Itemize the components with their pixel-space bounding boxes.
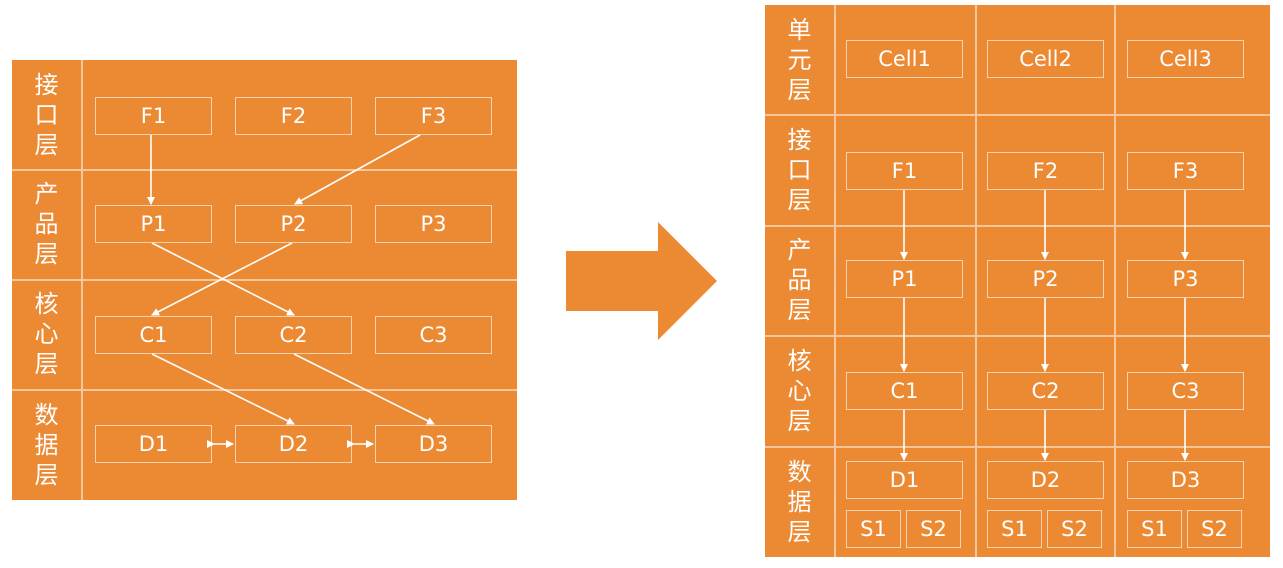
- left-row-divider: [12, 169, 517, 171]
- right-layer-label-product: 产品层: [787, 236, 812, 324]
- right-box-cell2: Cell2: [987, 40, 1104, 78]
- left-box-p2: P2: [235, 205, 352, 243]
- right-box-s2: S2: [1187, 510, 1242, 548]
- right-cell-divider: [1114, 5, 1116, 557]
- right-layer-divider: [834, 5, 836, 557]
- right-box-cell1: Cell1: [846, 40, 963, 78]
- right-layer-label-data: 数据层: [787, 457, 812, 546]
- right-row-divider: [765, 335, 1270, 337]
- arrow-p2-c1: [151, 242, 293, 316]
- left-layer-label-core: 核心层: [34, 290, 59, 378]
- right-box-p1: P1: [846, 260, 963, 298]
- right-box-f2: F2: [987, 152, 1104, 190]
- right-row-divider: [765, 225, 1270, 227]
- right-box-s1: S1: [987, 510, 1042, 548]
- right-row-divider: [765, 446, 1270, 448]
- right-box-c2: C2: [987, 372, 1104, 410]
- right-cell-divider: [975, 5, 977, 557]
- right-box-cell3: Cell3: [1127, 40, 1244, 78]
- right-diagram: [765, 5, 1270, 557]
- arrow-f3-p2: [294, 134, 421, 205]
- left-box-c1: C1: [95, 316, 212, 354]
- arrow-c1-d2: [151, 353, 295, 425]
- right-box-p3: P3: [1127, 260, 1244, 298]
- right-layer-label-cell: 单元层: [787, 15, 812, 104]
- right-box-f3: F3: [1127, 152, 1244, 190]
- right-layer-label-core: 核心层: [787, 346, 812, 435]
- right-box-s2: S2: [906, 510, 961, 548]
- left-box-d3: D3: [375, 425, 492, 463]
- left-box-d1: D1: [95, 425, 212, 463]
- right-layer-label-interface: 接口层: [787, 125, 812, 214]
- left-layer-label-interface: 接口层: [34, 70, 59, 159]
- right-box-s2: S2: [1047, 510, 1102, 548]
- right-box-d2: D2: [987, 461, 1104, 499]
- left-layer-label-data: 数据层: [34, 400, 59, 489]
- left-row-divider: [12, 279, 517, 281]
- right-box-s1: S1: [846, 510, 901, 548]
- left-box-f1: F1: [95, 97, 212, 135]
- right-box-p2: P2: [987, 260, 1104, 298]
- right-box-s1: S1: [1127, 510, 1182, 548]
- right-box-d1: D1: [846, 461, 963, 499]
- left-box-p3: P3: [375, 205, 492, 243]
- right-box-d3: D3: [1127, 461, 1244, 499]
- right-box-c3: C3: [1127, 372, 1244, 410]
- left-box-c2: C2: [235, 316, 352, 354]
- left-box-f3: F3: [375, 97, 492, 135]
- right-box-f1: F1: [846, 152, 963, 190]
- right-box-c1: C1: [846, 372, 963, 410]
- left-row-divider: [12, 389, 517, 391]
- left-box-f2: F2: [235, 97, 352, 135]
- arrow-c2-d3: [293, 353, 435, 425]
- left-box-p1: P1: [95, 205, 212, 243]
- left-box-c3: C3: [375, 316, 492, 354]
- left-layer-label-product: 产品层: [34, 180, 59, 268]
- right-row-divider: [765, 114, 1270, 116]
